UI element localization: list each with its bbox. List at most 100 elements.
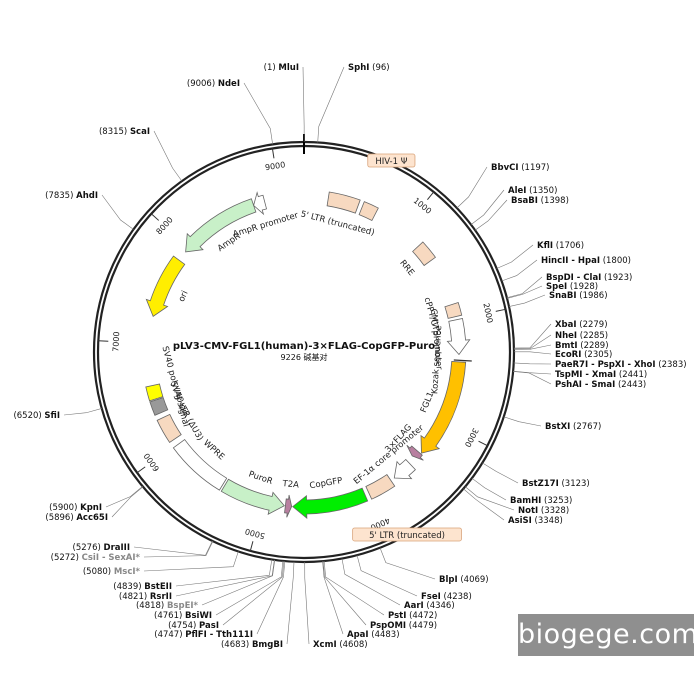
site-position: (6520) — [13, 411, 44, 421]
site-position: (96) — [369, 63, 389, 73]
feature-5-ltr-truncated-label-group: 5' LTR (truncated) — [352, 527, 462, 542]
site-leader-line — [463, 488, 505, 521]
ruler-tick — [427, 191, 435, 201]
feature-puror — [220, 478, 285, 516]
site-label: BbvCI (1197) — [491, 163, 549, 173]
site-bspei: (4818) BspEI* — [136, 559, 276, 611]
site-leader-line — [470, 189, 505, 225]
site-asisi: AsiSI (3348) — [463, 488, 563, 526]
site-kfli: KflI (1706) — [496, 241, 584, 269]
site-name: SnaBI — [549, 291, 577, 301]
site-position: (4346) — [424, 601, 455, 611]
site-xcmi: XcmI (4608) — [304, 561, 368, 650]
feature-kozak-sequence-label-group: Kozak sequence — [430, 325, 444, 394]
site-label: (6520) SfiI — [13, 411, 60, 421]
site-position: (3253) — [541, 496, 572, 506]
site-position: (4479) — [406, 621, 437, 631]
site-leader-line — [175, 559, 275, 597]
feature-wpre-label-group: WPRE — [201, 438, 226, 462]
site-position: (1706) — [553, 241, 584, 251]
site-leader-line — [143, 541, 214, 558]
site-position: (3123) — [559, 479, 590, 489]
site-scai: (8315) ScaI — [99, 127, 183, 182]
site-leader-line — [153, 130, 183, 182]
site-position: (1398) — [538, 196, 569, 206]
ruler-tick — [249, 541, 254, 552]
ruler-tick — [478, 440, 488, 447]
site-name: XcmI — [313, 640, 337, 650]
ruler-tick-label: 1000 — [412, 196, 433, 216]
site-bmti: BmtI (2289) — [513, 341, 609, 351]
site-label: SpeI (1928) — [546, 282, 598, 292]
ruler-tick-label: 3000 — [463, 426, 480, 448]
site-position: (2289) — [578, 341, 609, 351]
site-label: BmtI (2289) — [555, 341, 609, 351]
site-position: (1197) — [519, 163, 550, 173]
site-leader-line — [243, 82, 273, 145]
site-pflfi-tth111i: (4747) PflFI - Tth111I — [154, 561, 286, 640]
site-label: BsaBI (1398) — [511, 196, 569, 206]
site-label: (1) MluI — [264, 63, 299, 73]
site-label: BstZ17I (3123) — [522, 479, 590, 489]
site-bstz17i: BstZ17I (3123) — [482, 462, 590, 489]
site-name: BmtI — [555, 341, 578, 351]
site-leader-line — [256, 561, 286, 635]
site-leader-line — [513, 334, 552, 350]
site-position: (2279) — [577, 320, 608, 330]
feature-5-ltr-truncated-label: 5' LTR (truncated) — [369, 531, 445, 541]
feature-sv40-poly-a-signal — [145, 383, 164, 402]
site-name: PflFI - Tth111I — [185, 630, 253, 640]
site-msci: (5080) MscI* — [83, 551, 239, 577]
site-alei: AleI (1350) — [470, 186, 557, 225]
ruler-tick-label: 6000 — [142, 451, 161, 473]
site-name: PshAI - SmaI — [555, 380, 615, 390]
site-leader-line — [513, 344, 552, 350]
site-ecori: EcoRI (2305) — [513, 350, 612, 360]
site-leader-line — [304, 561, 310, 645]
site-leader-line — [513, 362, 552, 365]
site-label: (5276) DraIII — [73, 543, 130, 553]
site-label: AsiSI (3348) — [508, 516, 563, 526]
site-name: BsiWI — [185, 611, 212, 621]
site-fsei: FseI (4238) — [356, 555, 472, 602]
site-leader-line — [201, 559, 276, 606]
feature-sv40-poly-a-signal-label: SV40 poly(A) signal — [159, 345, 190, 428]
site-ahdi: (7835) AhdI — [45, 191, 134, 230]
site-label: PshAI - SmaI (2443) — [555, 380, 646, 390]
site-pspomi: PspOMI (4479) — [322, 561, 437, 631]
site-label: TspMI - XmaI (2441) — [555, 370, 647, 380]
site-leader-line — [175, 559, 273, 587]
site-position: (4754) — [168, 621, 199, 631]
site-position: (3348) — [532, 516, 563, 526]
site-name: BlpI — [439, 575, 458, 585]
site-leader-line — [341, 558, 401, 606]
site-leader-line — [503, 416, 542, 427]
site-label: SnaBI (1986) — [549, 291, 608, 301]
site-leader-line — [456, 166, 488, 209]
site-bsiwi: (4761) BsiWI — [154, 560, 284, 621]
site-name: PspOMI — [370, 621, 406, 631]
site-position: (2767) — [570, 422, 601, 432]
site-leader-line — [379, 547, 436, 580]
ruler-tick-label: 2000 — [481, 302, 494, 324]
ruler-tick — [271, 148, 275, 159]
site-rsrii: (4821) RsrII — [119, 559, 275, 602]
site-name: DraIII — [104, 543, 130, 553]
site-paer7i-pspxi-xhoi: PaeR7I - PspXI - XhoI (2383) — [513, 360, 687, 370]
site-position: (2441) — [616, 370, 647, 380]
ruler-tick-label: 8000 — [154, 215, 174, 236]
feature-5-ltr-truncated — [326, 191, 361, 214]
site-label: XcmI (4608) — [313, 640, 368, 650]
feature-puror-label: PuroR — [247, 469, 274, 487]
ruler-tick — [98, 340, 109, 342]
site-label: ApaI (4483) — [347, 630, 400, 640]
feature-3-flag — [406, 444, 424, 461]
site-label: (4761) BsiWI — [154, 611, 212, 621]
site-leader-line — [63, 408, 102, 416]
site-leader-line — [496, 244, 534, 269]
feature-kozak-sequence-label: Kozak sequence — [430, 325, 444, 394]
feature-wpre — [172, 438, 228, 491]
site-name: BstZ17I — [522, 479, 559, 489]
